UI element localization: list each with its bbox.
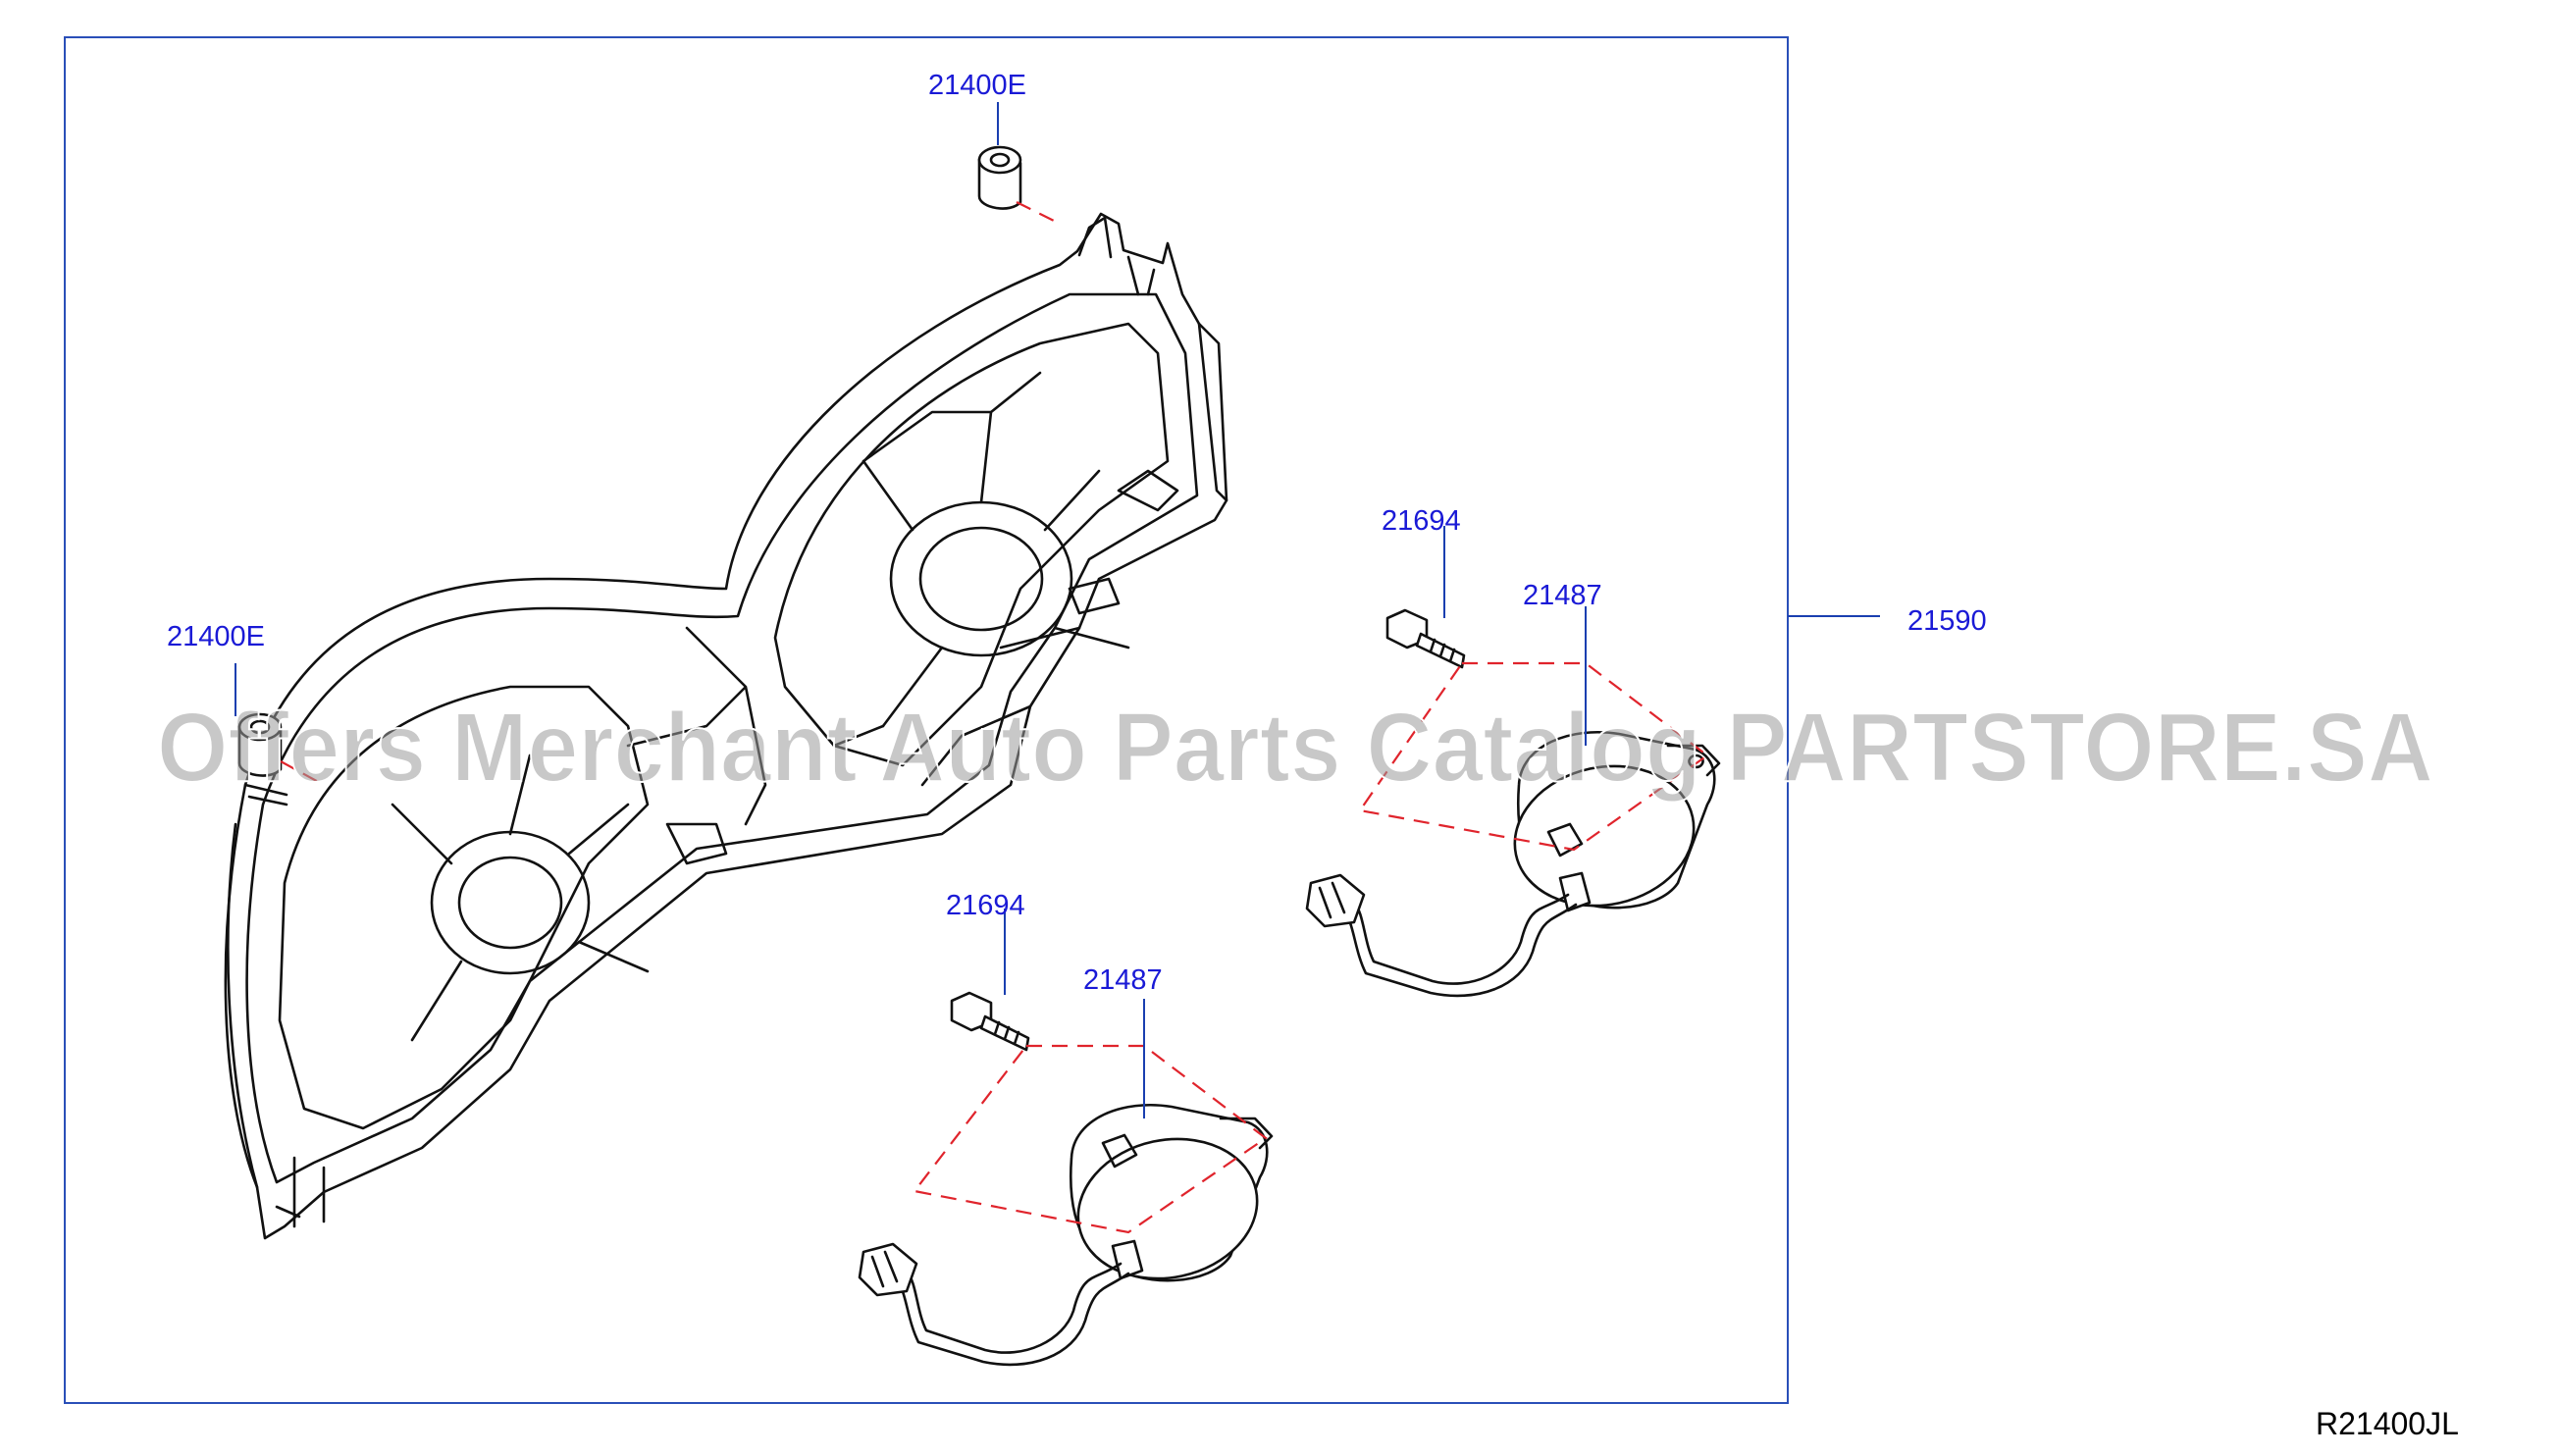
diagram-code: R21400JL: [2316, 1406, 2459, 1441]
callout-upper-motor: 21487: [1523, 580, 1602, 611]
fan-shroud: [224, 212, 1228, 1240]
lower-fan-motor: [858, 1103, 1274, 1367]
watermark: Offers Merchant Auto Parts Catalog PARTS…: [157, 693, 2433, 803]
callout-upper-bolt: 21694: [1382, 505, 1461, 537]
top-grommet: [977, 145, 1022, 210]
assembly-frame: [64, 36, 1789, 1404]
leader-lines: [235, 102, 1880, 1118]
upper-fan-motor: [1305, 730, 1721, 998]
lower-bolt: [950, 991, 1030, 1052]
left-grommet: [237, 712, 283, 777]
callout-assembly: 21590: [1907, 605, 1987, 637]
callout-lower-bolt: 21694: [946, 890, 1025, 921]
callout-left-grommet: 21400E: [167, 621, 265, 652]
upper-bolt: [1385, 608, 1466, 669]
callout-top-grommet: 21400E: [928, 70, 1026, 101]
callout-lower-motor: 21487: [1083, 964, 1163, 996]
installation-guides: [280, 201, 1709, 1234]
